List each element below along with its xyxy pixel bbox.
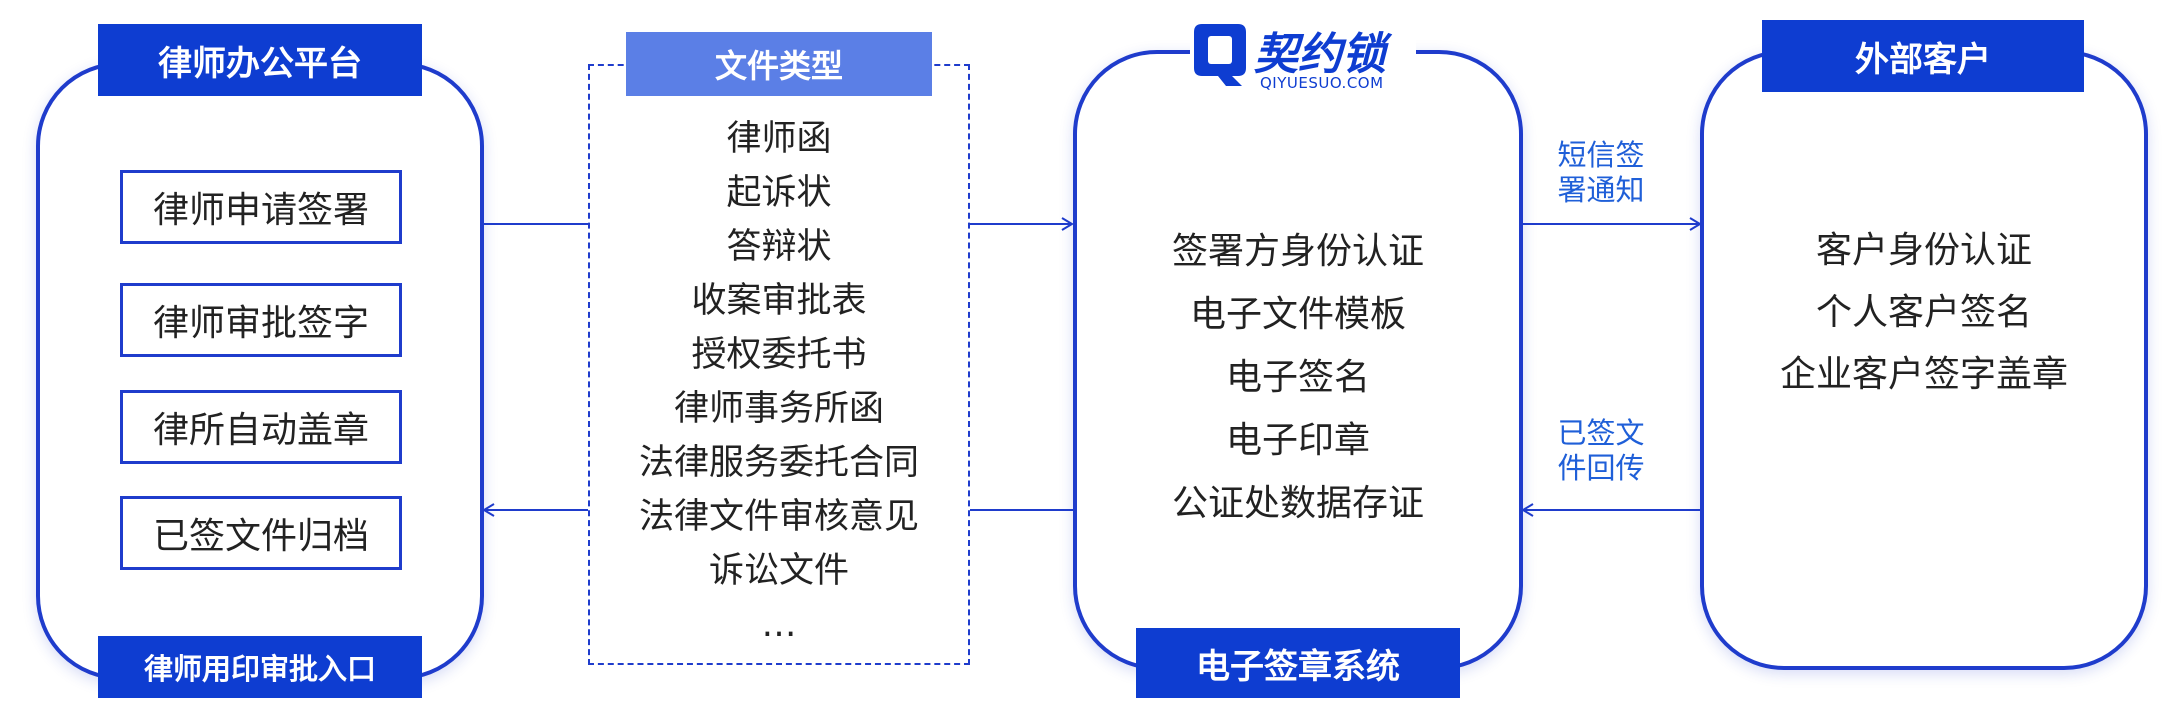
logo-domain: QIYUESUO.COM xyxy=(1260,74,1384,92)
qiyuesuo-logo: 契约锁 QIYUESUO.COM xyxy=(1190,16,1416,96)
customer-item: 客户身份认证 xyxy=(1815,230,2032,271)
logo-q-icon xyxy=(1194,24,1246,86)
external-customer-panel xyxy=(1700,50,2148,670)
external-customer-list: 客户身份认证 个人客户签名 企业客户签字盖章 xyxy=(1700,220,2148,406)
sms-notice-label: 短信签 署通知 xyxy=(1551,138,1651,208)
file-type-item: 授权委托书 xyxy=(691,335,867,375)
file-type-item: 律师事务所函 xyxy=(673,389,884,429)
lawyer-item-apply: 律师申请签署 xyxy=(120,170,402,244)
logo-name: 契约锁 xyxy=(1254,29,1386,80)
file-type-item: 律师函 xyxy=(726,119,832,159)
external-customer-title: 外部客户 xyxy=(1762,20,2084,92)
return-line1: 已签文 xyxy=(1557,416,1645,450)
file-type-item: 收案审批表 xyxy=(691,281,867,321)
file-types-list: 律师函 起诉状 答辩状 收案审批表 授权委托书 律师事务所函 法律服务委托合同 … xyxy=(588,112,970,652)
customer-item: 个人客户签名 xyxy=(1815,292,2032,333)
esign-item: 电子印章 xyxy=(1225,420,1370,461)
esign-system-footer: 电子签章系统 xyxy=(1136,628,1460,698)
file-type-item: 诉讼文件 xyxy=(708,551,849,591)
customer-item: 企业客户签字盖章 xyxy=(1779,354,2068,395)
file-type-item: 答辩状 xyxy=(726,227,832,267)
esign-item: 签署方身份认证 xyxy=(1171,231,1424,272)
return-line2: 件回传 xyxy=(1557,451,1645,485)
esign-item: 电子签名 xyxy=(1225,357,1370,398)
file-type-item: … xyxy=(761,605,797,645)
esign-item: 公证处数据存证 xyxy=(1171,483,1424,524)
lawyer-platform-title: 律师办公平台 xyxy=(98,24,422,96)
return-files-label: 已签文 件回传 xyxy=(1551,416,1651,486)
lawyer-item-seal: 律所自动盖章 xyxy=(120,390,402,464)
lawyer-item-approve: 律师审批签字 xyxy=(120,283,402,357)
lawyer-platform-footer: 律师用印审批入口 xyxy=(98,636,422,698)
file-type-item: 法律文件审核意见 xyxy=(638,497,919,537)
esign-item: 电子文件模板 xyxy=(1189,294,1406,335)
esign-system-list: 签署方身份认证 电子文件模板 电子签名 电子印章 公证处数据存证 xyxy=(1073,220,1523,535)
lawyer-item-archive: 已签文件归档 xyxy=(120,496,402,570)
lawyer-platform-panel xyxy=(36,62,484,680)
sms-notice-line1: 短信签 xyxy=(1557,138,1645,172)
file-type-item: 起诉状 xyxy=(726,173,832,213)
sms-notice-line2: 署通知 xyxy=(1557,173,1645,207)
file-types-title: 文件类型 xyxy=(626,32,932,96)
file-type-item: 法律服务委托合同 xyxy=(638,443,919,483)
